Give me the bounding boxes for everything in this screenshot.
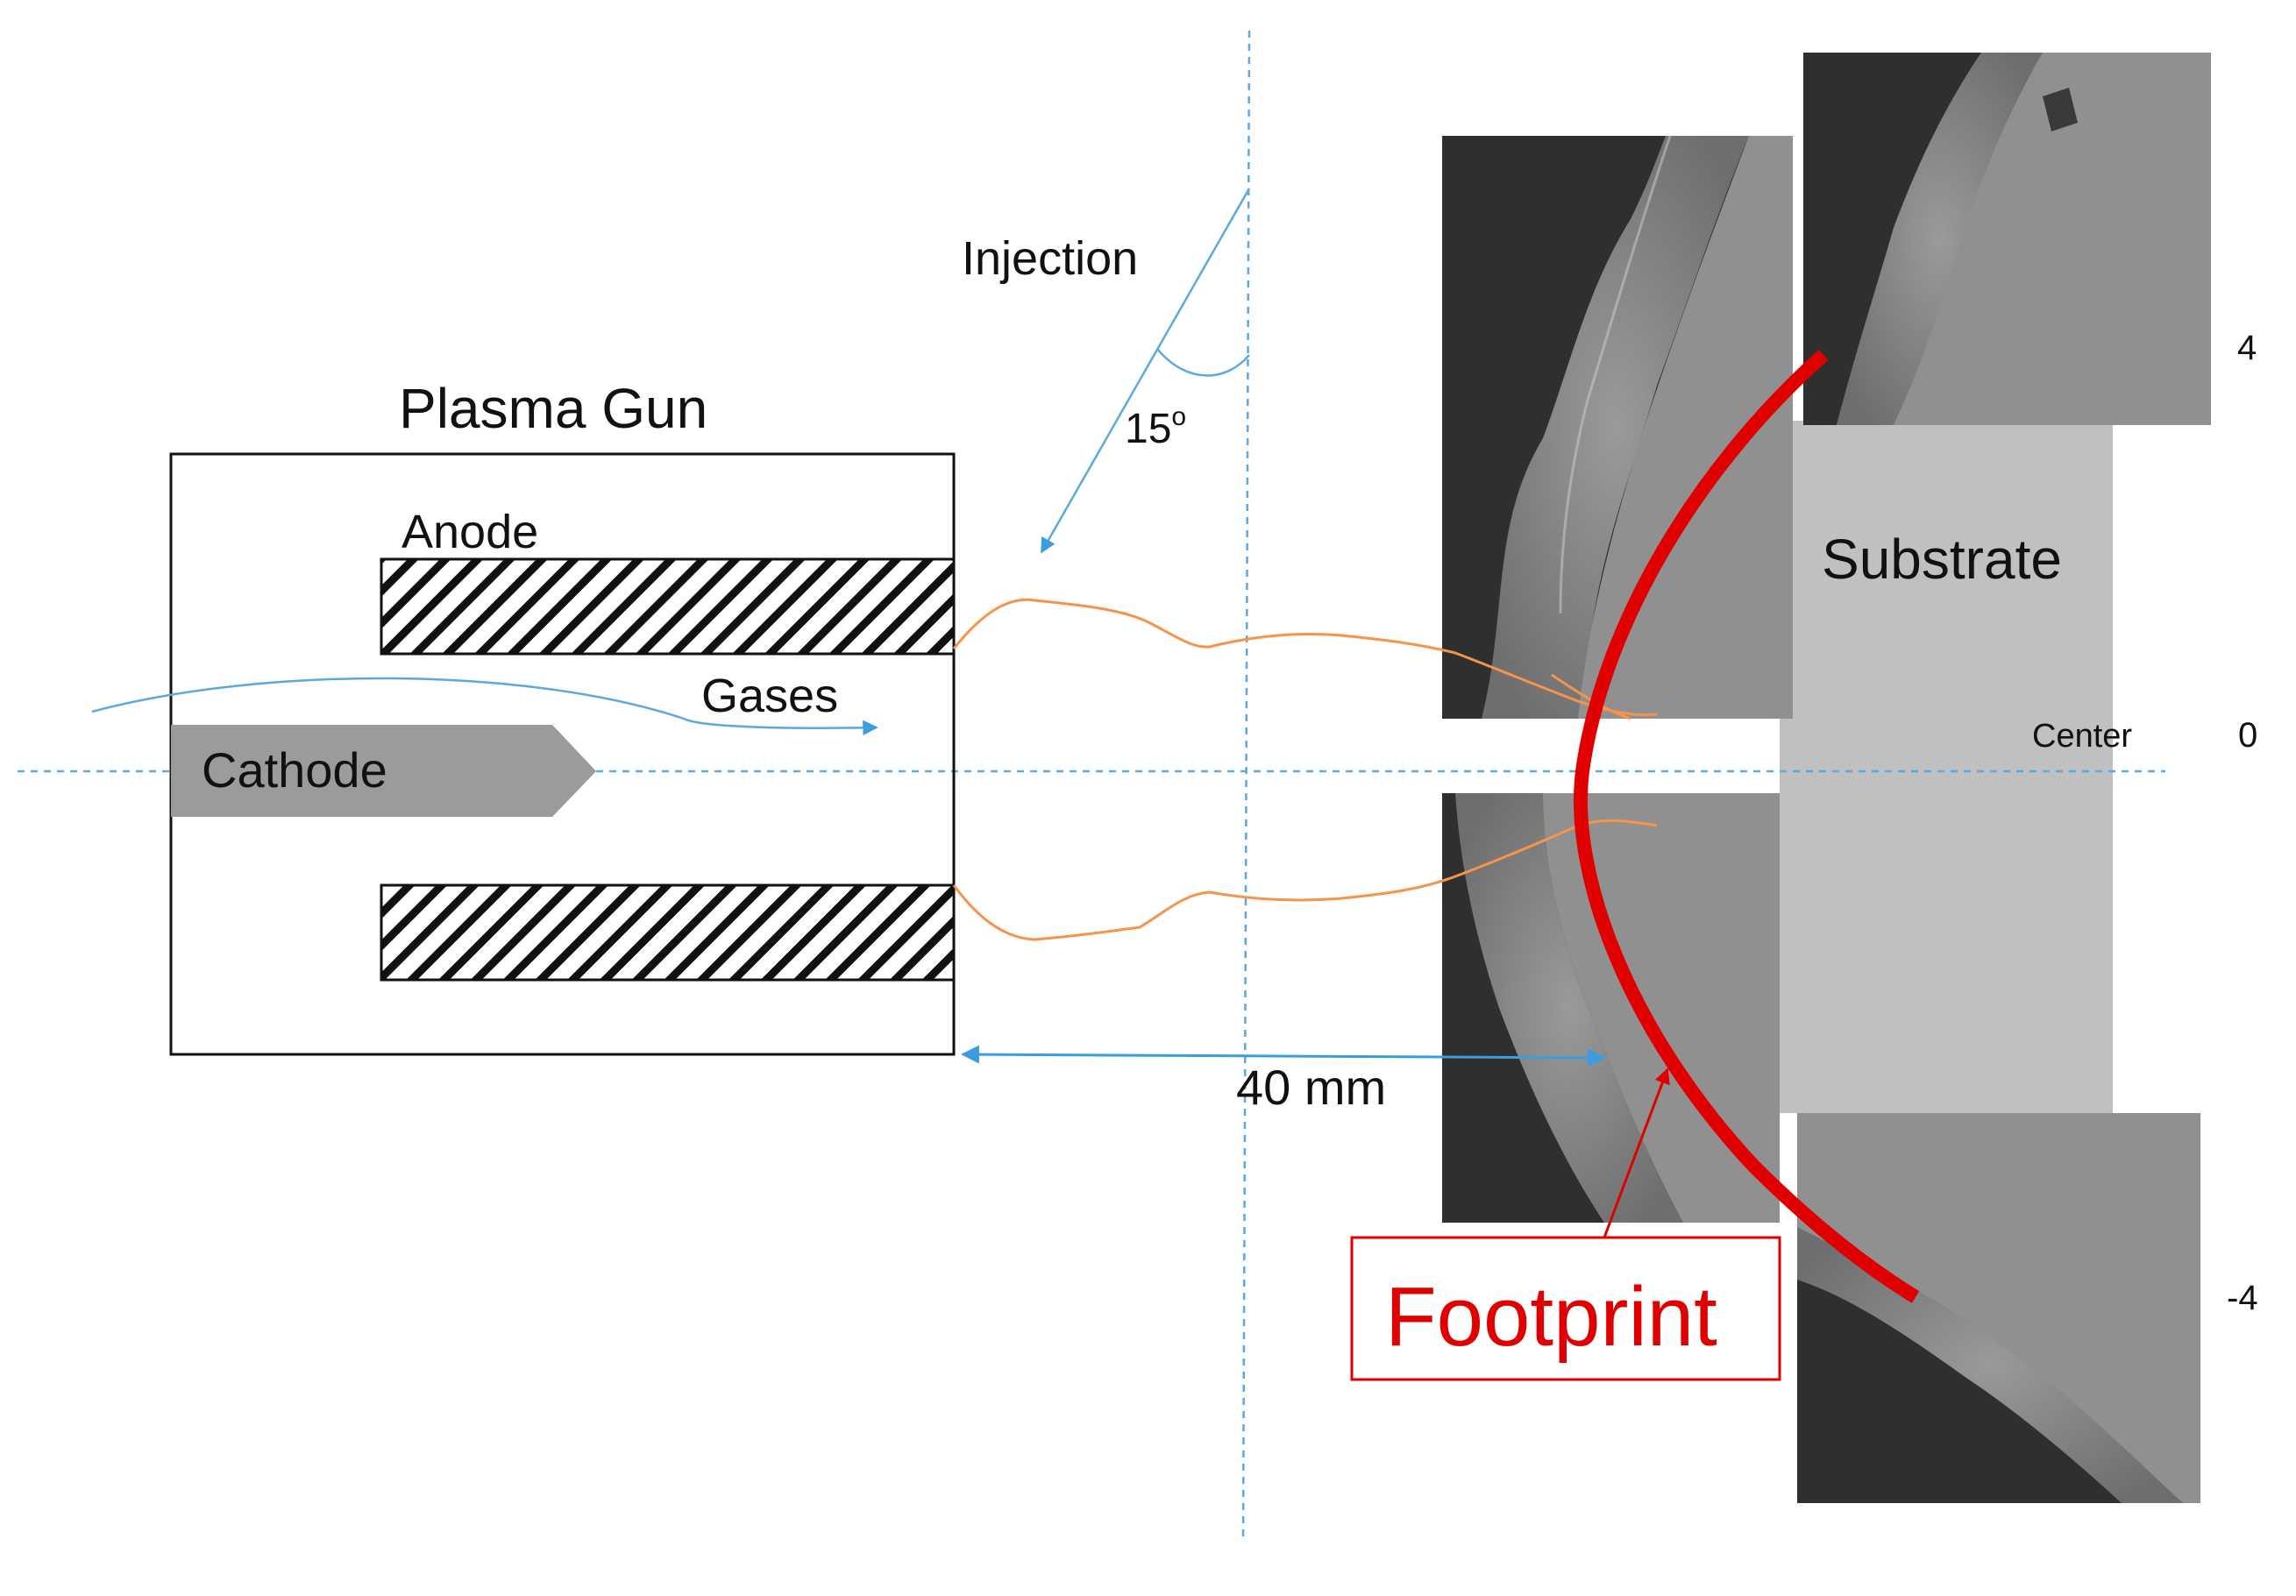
vertical-injection-axis [1241, 30, 1251, 1543]
cathode-shape [171, 725, 596, 817]
position-label-center: 0 [2238, 716, 2257, 755]
footprint-pointer [1603, 1068, 1670, 1238]
micrograph-lower-left [1442, 793, 1780, 1223]
injection-label: Injection [962, 232, 1138, 285]
angle-value: 15 [1125, 406, 1171, 452]
micrograph-lower-right [1797, 1113, 2200, 1503]
footprint-label-box [1350, 1236, 1781, 1381]
anode-label: Anode [402, 506, 538, 558]
footprint-curve [1574, 350, 1920, 1303]
plasma-plume-upper [952, 598, 1658, 717]
injection-arrow [1040, 188, 1251, 554]
gas-flow-arrow [91, 677, 878, 736]
anode-lower-bar [380, 883, 956, 982]
plasma-gun-label: Plasma Gun [399, 377, 707, 440]
center-label: Center [2032, 718, 2132, 755]
angle-unit: o [1171, 402, 1186, 431]
micrograph-upper-right [1803, 53, 2211, 425]
distance-label: 40 mm [1236, 1060, 1386, 1115]
micrograph-upper-left [1442, 135, 1793, 719]
angle-label: 15o [1125, 402, 1186, 452]
substrate-block [1780, 421, 2113, 1113]
position-label-top: 4 [2237, 329, 2257, 367]
distance-arrow [960, 1045, 1607, 1068]
substrate-label: Substrate [1822, 528, 2062, 591]
angle-arc [1156, 348, 1250, 377]
footprint-label: Footprint [1385, 1270, 1717, 1364]
gases-label: Gases [701, 670, 838, 722]
plasma-plume-lower [952, 819, 1658, 941]
anode-upper-bar [380, 557, 956, 656]
position-label-bottom: -4 [2227, 1279, 2258, 1317]
cathode-label: Cathode [202, 742, 387, 798]
